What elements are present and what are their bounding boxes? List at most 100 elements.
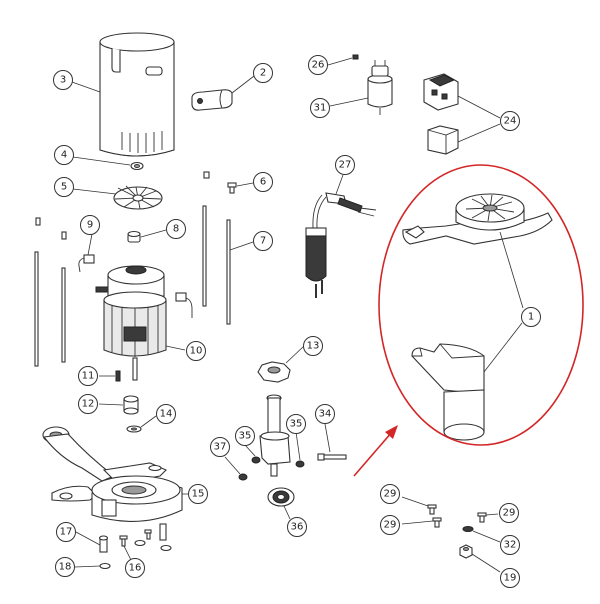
part-screw-short: [119, 529, 152, 547]
callout-3: 3: [53, 70, 73, 90]
callout-29c: 29: [499, 503, 519, 523]
callout-label: 32: [504, 540, 517, 551]
part-handle-assembly: [402, 193, 553, 441]
part-screw-b: [432, 517, 442, 528]
callout-label: 8: [173, 224, 179, 235]
callout-label: 5: [61, 182, 67, 193]
callout-label: 4: [61, 150, 67, 161]
callout-5: 5: [54, 177, 74, 197]
part-nut: [130, 161, 144, 171]
callout-4: 4: [54, 145, 74, 165]
callout-19: 19: [500, 568, 520, 588]
callout-label: 17: [60, 527, 73, 538]
part-stud: [98, 535, 109, 553]
callout-10: 10: [186, 341, 206, 361]
callout-label: 35: [290, 419, 303, 430]
part-stud-right: [159, 523, 167, 541]
callout-label: 18: [59, 562, 72, 573]
part-spacer: [123, 395, 139, 415]
callout-37: 37: [210, 437, 230, 457]
callout-label: 27: [339, 160, 352, 171]
callout-9: 9: [80, 215, 100, 235]
callout-26: 26: [308, 55, 328, 75]
callout-label: 2: [260, 68, 266, 79]
callout-label: 29: [384, 489, 397, 500]
part-tie-rods: [34, 171, 231, 367]
callout-label: 3: [60, 75, 66, 86]
callout-label: 15: [192, 489, 205, 500]
callout-label: 9: [87, 220, 93, 231]
highlight-ellipse: [378, 164, 584, 446]
callout-label: 34: [319, 409, 332, 420]
callout-6: 6: [253, 172, 273, 192]
part-pin: [115, 370, 121, 382]
callout-16: 16: [125, 558, 145, 578]
part-screw-c: [477, 512, 487, 523]
callout-label: 16: [129, 563, 142, 574]
callout-29a: 29: [380, 484, 400, 504]
callout-1: 1: [521, 307, 541, 327]
part-bushing: [127, 230, 141, 243]
callout-label: 12: [82, 399, 95, 410]
callout-13: 13: [303, 336, 323, 356]
callout-14: 14: [156, 404, 176, 424]
callout-label: 37: [214, 442, 227, 453]
part-cable-clamp: [191, 89, 233, 111]
callout-label: 31: [314, 103, 327, 114]
callout-35b: 35: [286, 414, 306, 434]
callout-17: 17: [56, 522, 76, 542]
callout-label: 7: [260, 236, 266, 247]
callout-35a: 35: [235, 426, 255, 446]
part-nut-small: [238, 473, 248, 481]
callout-2: 2: [253, 63, 273, 83]
callout-label: 11: [82, 371, 95, 382]
callout-label: 29: [384, 520, 397, 531]
callout-32: 32: [500, 535, 520, 555]
callout-label: 35: [239, 431, 252, 442]
callout-label: 13: [307, 341, 320, 352]
part-bolt: [317, 453, 347, 461]
leader-lines: [71, 57, 524, 573]
part-hex-nut: [459, 544, 473, 559]
part-screw: [227, 182, 237, 194]
callout-label: 6: [260, 177, 266, 188]
part-washer-small: [99, 539, 172, 570]
part-motor: [95, 265, 193, 381]
part-screw-a: [427, 504, 437, 515]
callout-label: 36: [291, 522, 304, 533]
callout-24: 24: [500, 111, 520, 131]
part-washer: [126, 425, 142, 433]
callout-15: 15: [188, 484, 208, 504]
callout-31: 31: [310, 98, 330, 118]
part-cooling-fan: [113, 185, 163, 210]
part-shaft: [259, 394, 291, 477]
callout-36: 36: [287, 517, 307, 537]
callout-18: 18: [55, 557, 75, 577]
part-o-ring: [251, 456, 305, 468]
highlight-arrow: [353, 425, 398, 477]
part-capacitor: [367, 60, 393, 115]
callout-label: 14: [160, 409, 173, 420]
callout-27: 27: [335, 155, 355, 175]
part-capacitor-screw: [352, 54, 359, 60]
part-switch-assembly: [423, 73, 459, 155]
callout-8: 8: [166, 219, 186, 239]
callout-label: 10: [190, 346, 203, 357]
callout-11: 11: [78, 366, 98, 386]
part-bearing: [267, 487, 295, 507]
callout-label: 26: [312, 60, 325, 71]
part-carbon-brush: [78, 254, 95, 273]
callout-label: 24: [504, 116, 517, 127]
callout-7: 7: [253, 231, 273, 251]
part-locking-knob: [257, 361, 291, 383]
part-spring-washer: [462, 526, 474, 532]
part-base-housing: [42, 426, 183, 522]
callout-label: 29: [503, 508, 516, 519]
callout-label: 1: [528, 312, 534, 323]
callout-34: 34: [315, 404, 335, 424]
callout-29b: 29: [380, 515, 400, 535]
callout-12: 12: [78, 394, 98, 414]
part-power-cord-plug: [305, 192, 377, 298]
